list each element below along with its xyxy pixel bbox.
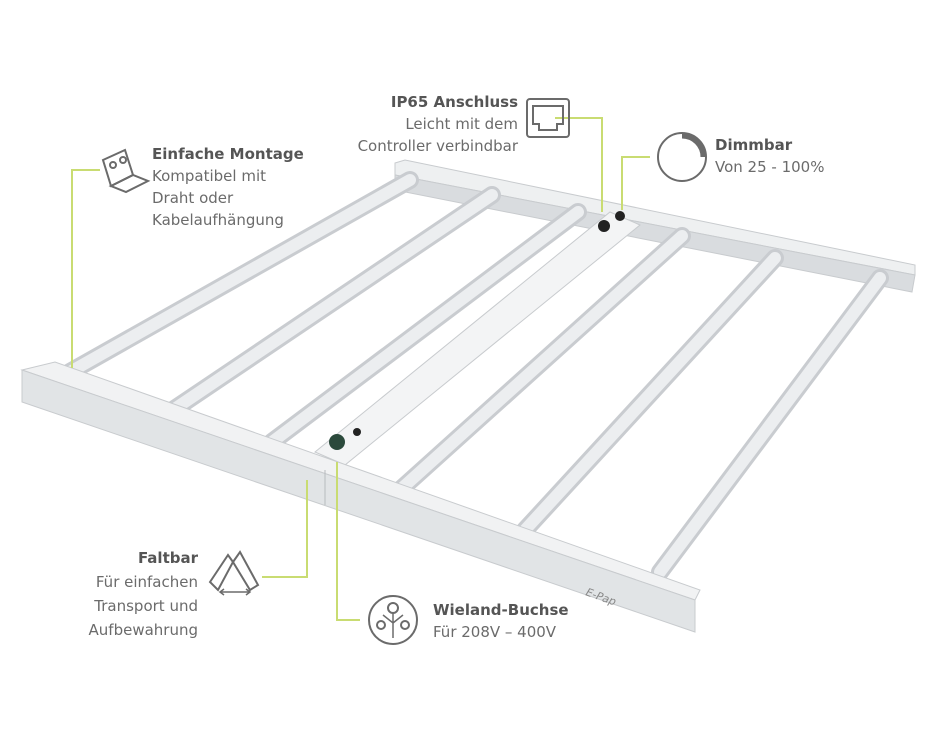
callout-text: Von 25 - 100% [715,158,825,176]
connectors [329,211,625,450]
callout-title: IP65 Anschluss [390,93,518,111]
callout-dimmbar: Dimmbar Von 25 - 100% [715,134,824,178]
light-bars [61,171,889,581]
callout-text: Leicht mit dem [405,115,518,133]
callout-text: Für einfachen [95,573,198,591]
callout-faltbar: Faltbar Für einfachen Transport und Aufb… [89,546,198,642]
ethernet-port-icon [526,98,570,138]
callout-title: Einfache Montage [152,145,304,163]
callout-title: Wieland-Buchse [433,601,569,619]
bracket-icon [101,148,151,194]
callout-text: Für 208V – 400V [433,623,557,641]
callout-text: Kompatibel mit [152,167,266,185]
callout-title: Dimmbar [715,136,793,154]
callout-ip65: IP65 Anschluss Leicht mit dem Controller… [358,91,518,157]
fold-icon [208,550,260,596]
callout-title: Faltbar [137,549,198,567]
callout-text: Kabelaufhängung [152,211,284,229]
dimmer-dial-icon [657,132,707,182]
callout-text: Controller verbindbar [357,137,518,155]
callout-montage: Einfache Montage Kompatibel mit Draht od… [152,143,304,231]
front-rail [20,361,701,633]
callout-text: Transport und [94,597,198,615]
callout-lines [71,117,650,621]
callout-text: Draht oder [152,189,234,207]
callout-text: Aufbewahrung [88,621,198,639]
wieland-socket-icon [368,595,418,645]
callout-wieland: Wieland-Buchse Für 208V – 400V [433,599,569,643]
